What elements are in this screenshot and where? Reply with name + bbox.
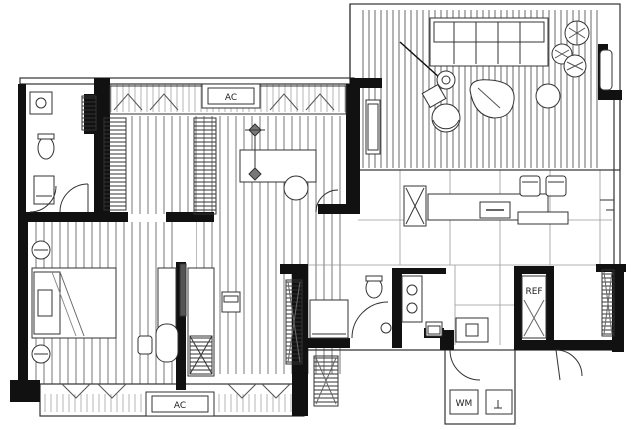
gas-stove <box>401 275 423 323</box>
counter <box>517 211 569 225</box>
drain-icon <box>380 322 392 334</box>
laundry-sink <box>485 389 513 415</box>
kitchen-counter <box>455 317 489 343</box>
top-window: AC <box>109 83 347 115</box>
shower-2 <box>309 299 349 339</box>
round-table <box>535 83 561 109</box>
bedroom <box>31 240 187 364</box>
lamp-icon-2 <box>248 167 262 181</box>
washing-machine <box>449 389 479 415</box>
wm-label: WM <box>456 399 473 409</box>
wardrobe-small <box>81 95 97 131</box>
living <box>187 267 303 377</box>
bathtub-oval <box>155 323 179 363</box>
armchair-1 <box>431 103 461 133</box>
balcony <box>365 17 613 155</box>
armchair-2 <box>469 79 515 119</box>
bathroom-1 <box>29 91 89 213</box>
door-swing-bath2 <box>351 301 389 339</box>
basin-icon <box>35 97 47 109</box>
bathroom-2 <box>309 275 489 343</box>
fridge-label: REF <box>525 287 542 297</box>
ac-label-top: AC <box>225 93 237 103</box>
door-swings <box>29 185 614 213</box>
bedroom-stool <box>137 335 153 355</box>
bed <box>31 267 117 339</box>
stool-1 <box>519 175 541 197</box>
ac-label-bottom: AC <box>174 401 186 411</box>
door-swing-entry <box>555 349 583 377</box>
stool-2 <box>545 175 567 197</box>
study-desk <box>239 149 317 183</box>
wall-bed-living <box>176 262 186 390</box>
bottom-window: AC <box>61 355 339 417</box>
toilet-icon <box>37 136 55 160</box>
floor-lamp-icon <box>436 70 456 90</box>
pillow <box>37 289 53 317</box>
door-swing-bath1 <box>59 183 89 213</box>
wardrobes <box>81 95 217 215</box>
study-chair <box>283 175 309 201</box>
wall-left <box>18 212 28 402</box>
shower-tray <box>33 175 55 205</box>
fridge-box <box>521 275 547 339</box>
balcony-cabinet <box>365 99 381 155</box>
laundry: WM <box>449 349 583 415</box>
side-table <box>421 83 447 109</box>
wardrobe-1 <box>103 117 127 211</box>
study <box>239 123 317 201</box>
wardrobe-2 <box>193 117 217 215</box>
fridge: REF <box>521 275 547 339</box>
dining <box>403 175 615 337</box>
wall-study-right <box>346 84 360 212</box>
door-swing-laundry <box>449 349 481 381</box>
